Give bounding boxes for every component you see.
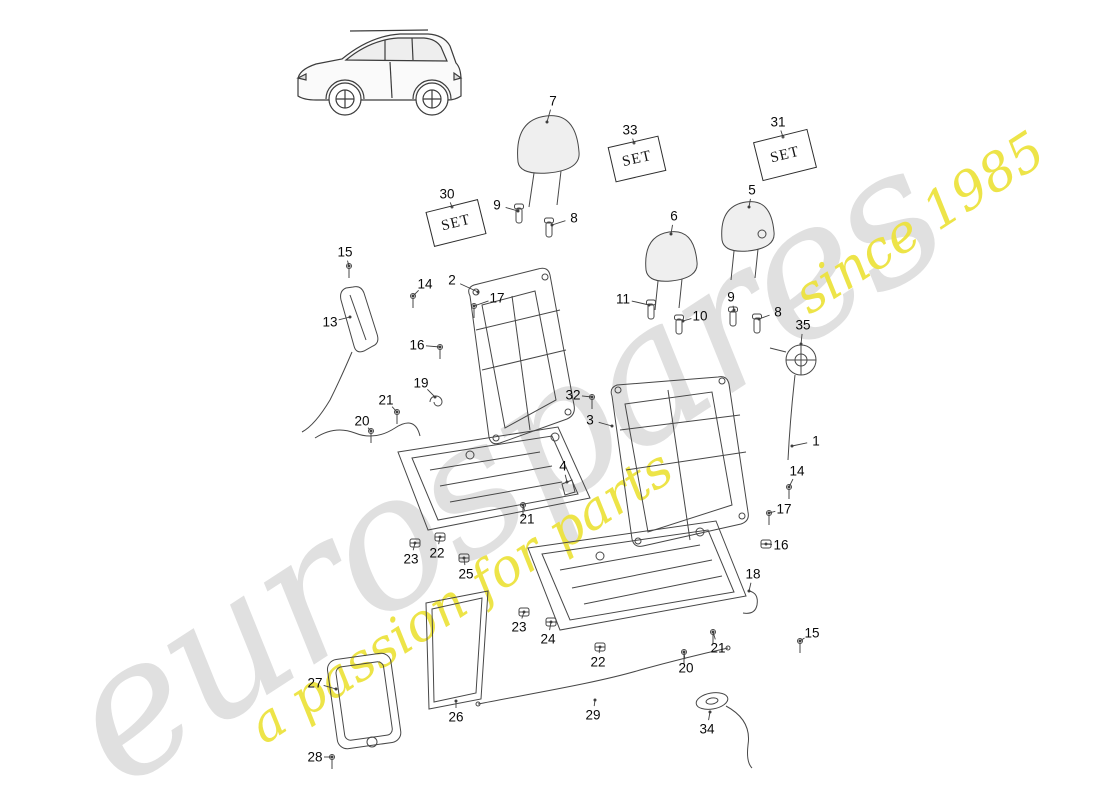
part-number-label: 23 <box>511 619 527 635</box>
part-number-label: 9 <box>493 197 501 213</box>
part-number-label: 16 <box>773 537 789 553</box>
part-number-label: 9 <box>727 289 735 305</box>
part-number-label: 25 <box>458 566 474 582</box>
part-number-label: 11 <box>615 291 631 307</box>
part-number-label: 20 <box>678 660 694 676</box>
part-number-label: 26 <box>448 709 464 725</box>
part-number-label: 30 <box>439 186 455 202</box>
part-number-label: 7 <box>549 93 557 109</box>
part-number-label: 29 <box>585 707 601 723</box>
part-number-label: 23 <box>403 551 419 567</box>
part-number-label: 14 <box>789 463 805 479</box>
part-number-label: 22 <box>590 654 606 670</box>
part-number-label: 15 <box>337 244 353 260</box>
part-number-label: 16 <box>409 337 425 353</box>
part-number-label: 35 <box>795 317 811 333</box>
part-number-label: 5 <box>748 182 756 198</box>
part-number-label: 32 <box>565 387 581 403</box>
part-number-label: 2 <box>448 272 456 288</box>
vehicle-illustration <box>296 29 463 116</box>
part-number-label: 8 <box>774 304 782 320</box>
part-number-label: 1 <box>812 433 820 449</box>
part-number-label: 22 <box>429 545 445 561</box>
part-number-label: 8 <box>570 210 578 226</box>
part-number-label: 4 <box>559 458 567 474</box>
part-number-label: 21 <box>519 511 535 527</box>
part-number-label: 14 <box>417 276 433 292</box>
part-number-label: 34 <box>699 721 715 737</box>
part-number-label: 19 <box>413 375 429 391</box>
part-number-label: 33 <box>622 122 638 138</box>
set-box: SET <box>425 199 487 247</box>
part-number-label: 17 <box>776 501 792 517</box>
part-number-label: 15 <box>804 625 820 641</box>
part-number-label: 28 <box>307 749 323 765</box>
part-number-label: 3 <box>586 412 594 428</box>
part-number-label: 27 <box>307 675 323 691</box>
set-box: SET <box>607 135 667 183</box>
part-number-label: 20 <box>354 413 370 429</box>
part-number-label: 21 <box>378 392 394 408</box>
part-number-label: 17 <box>489 290 505 306</box>
part-number-label: 10 <box>692 308 708 324</box>
part-number-label: 21 <box>710 640 726 656</box>
part-number-label: 18 <box>745 566 761 582</box>
part-number-label: 31 <box>770 114 786 130</box>
part-number-label: 24 <box>540 631 556 647</box>
set-box: SET <box>752 128 818 182</box>
part-number-label: 6 <box>670 208 678 224</box>
part-number-label: 13 <box>322 314 338 330</box>
